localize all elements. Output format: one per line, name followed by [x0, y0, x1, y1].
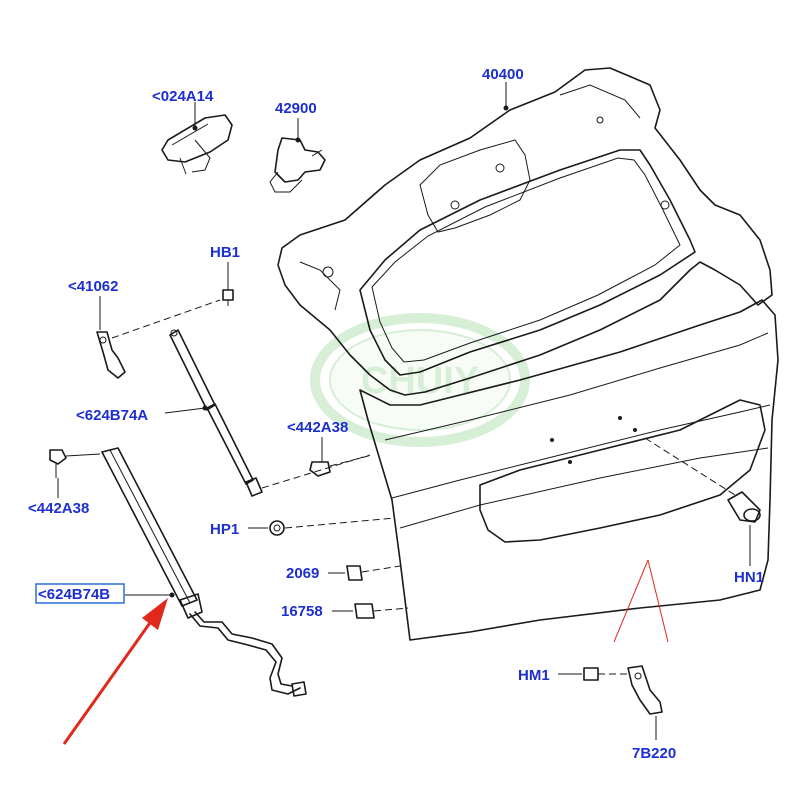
label-624b74a: <624B74A — [76, 407, 148, 424]
bolt-hb1 — [222, 262, 234, 306]
tailgate-lower-panel — [359, 299, 779, 641]
label-hn1: HN1 — [734, 569, 764, 586]
tailgate-upper-panel — [277, 67, 773, 396]
nut-hp1 — [248, 517, 396, 536]
watermark: CHUIY — [310, 313, 530, 447]
label-41062: <41062 — [68, 278, 118, 295]
ball-stud-left — [49, 449, 101, 498]
label-hm1: HM1 — [518, 667, 550, 684]
red-guide-lines — [613, 559, 669, 643]
gas-strut-lower — [101, 447, 307, 697]
label-40400: 40400 — [482, 66, 524, 83]
label-2069: 2069 — [286, 565, 319, 582]
ball-stud-right — [309, 437, 373, 477]
label-442a38-left: <442A38 — [28, 500, 89, 517]
bumper-16758 — [332, 603, 409, 619]
bracket-7b220 — [627, 665, 663, 740]
label-624b74b: <624B74B — [38, 586, 110, 603]
screw-hm1 — [558, 667, 628, 681]
part-hn1 — [727, 491, 761, 566]
label-442a38-right: <442A38 — [287, 419, 348, 436]
label-hb1: HB1 — [210, 244, 240, 261]
gas-strut-upper — [164, 329, 371, 497]
bracket-41062 — [96, 296, 221, 379]
latch-part — [269, 118, 326, 193]
bumper-2069 — [328, 565, 401, 581]
label-hp1: HP1 — [210, 521, 239, 538]
switch-part — [161, 102, 233, 175]
label-16758: 16758 — [281, 603, 323, 620]
label-42900: 42900 — [275, 100, 317, 117]
label-highlight-box — [35, 583, 125, 604]
label-024a14: <024A14 — [152, 88, 214, 105]
red-pointer-arrow — [62, 598, 168, 745]
label-7b220: 7B220 — [632, 745, 676, 762]
